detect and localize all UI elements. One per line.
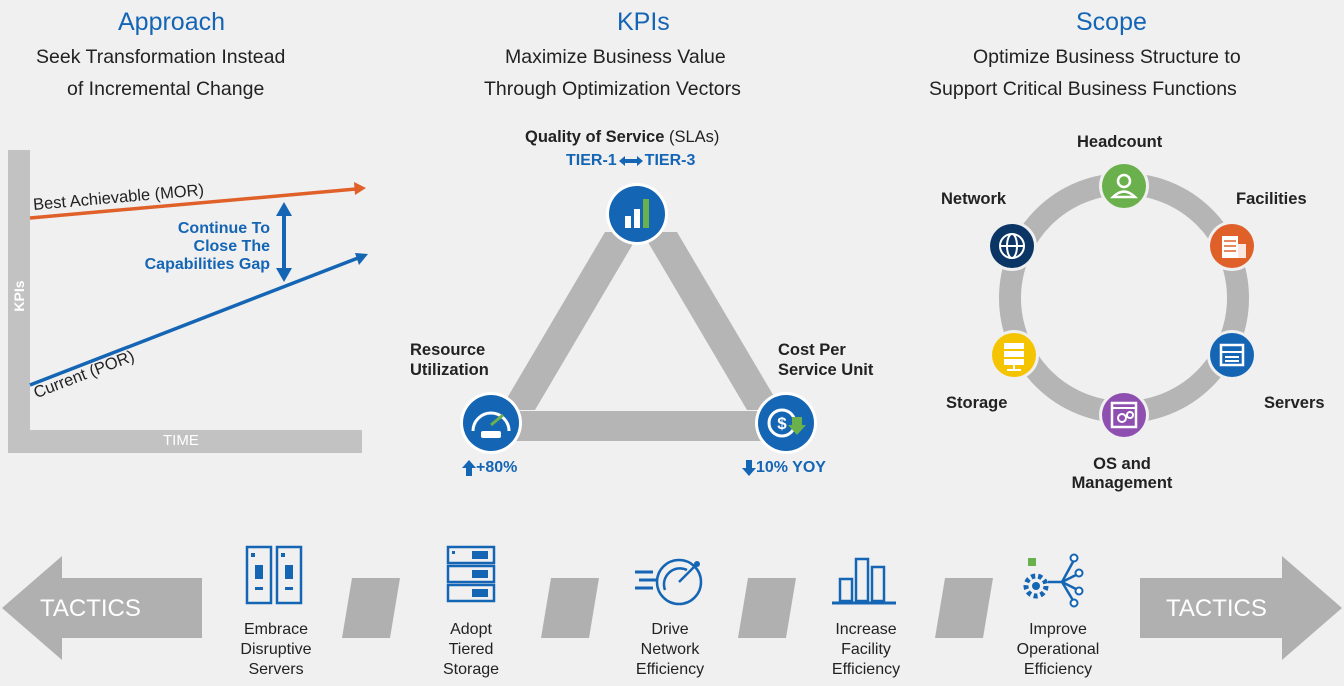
tactics-left-label: TACTICS xyxy=(40,595,141,622)
up-arrow-icon xyxy=(462,460,476,476)
os-line2: Management xyxy=(1071,474,1173,492)
tactics-right-arrow xyxy=(1140,556,1342,660)
scope-node-servers: Servers xyxy=(1264,394,1325,412)
cost-line2: Service Unit xyxy=(778,361,874,379)
tactic-embrace-disruptive-servers: Embrace Disruptive Servers xyxy=(226,620,326,680)
facility-bar-chart-icon xyxy=(832,557,896,605)
tactic-3-line3: Efficiency xyxy=(635,661,705,678)
os-line1: OS and xyxy=(1093,455,1151,473)
down-arrow-icon xyxy=(742,460,756,476)
tactic-improve-operational-efficiency: Improve Operational Efficiency xyxy=(1003,620,1113,680)
tactic-2-line3: Storage xyxy=(442,661,500,678)
scope-node-network: Network xyxy=(941,190,1007,208)
tactics-connector-3 xyxy=(738,578,796,638)
headcount-icon xyxy=(1099,161,1149,211)
network-radar-icon xyxy=(635,558,703,606)
tactic-4-line3: Efficiency xyxy=(831,661,901,678)
best-achievable-arrowhead xyxy=(354,182,366,195)
double-arrow-icon xyxy=(618,156,643,166)
tactic-drive-network-efficiency: Drive Network Efficiency xyxy=(620,620,720,680)
quality-label-bold: Quality of Service xyxy=(525,128,665,146)
approach-subtitle-line2: of Incremental Change xyxy=(67,78,265,100)
kpis-subtitle-line2: Through Optimization Vectors xyxy=(484,78,741,100)
disruptive-servers-icon xyxy=(245,545,303,605)
storage-icon xyxy=(989,330,1039,380)
resource-utilization-label: Resource Utilization xyxy=(410,340,489,380)
tiered-storage-icon xyxy=(446,545,496,603)
resource-line2: Utilization xyxy=(410,361,489,379)
tactics-connector-2 xyxy=(541,578,599,638)
quality-label-paren: (SLAs) xyxy=(668,128,720,146)
bar-chart-icon xyxy=(606,183,668,245)
gap-annotation: Continue To Close The Capabilities Gap xyxy=(120,220,270,274)
current-line xyxy=(29,256,359,387)
capabilities-gap-chart xyxy=(8,150,368,453)
gap-annotation-line3: Capabilities Gap xyxy=(144,256,270,273)
tactics-right-label: TACTICS xyxy=(1166,595,1267,622)
scope-title: Scope xyxy=(1076,8,1147,36)
kpis-title: KPIs xyxy=(617,8,670,36)
dollar-down-icon: $ xyxy=(755,392,817,454)
tactic-1-line1: Embrace xyxy=(243,621,309,638)
resource-delta-value: +80% xyxy=(476,459,518,476)
gauge-icon xyxy=(460,392,522,454)
tactic-adopt-tiered-storage: Adopt Tiered Storage xyxy=(421,620,521,680)
tactic-4-line2: Facility xyxy=(841,641,891,658)
tier-range: TIER-1 TIER-3 xyxy=(566,152,695,170)
x-axis-bar xyxy=(8,430,362,453)
gap-arrow-top xyxy=(276,202,292,216)
svg-text:$: $ xyxy=(777,414,787,433)
approach-subtitle-line1: Seek Transformation Instead xyxy=(36,46,286,68)
resource-line1: Resource xyxy=(410,341,486,359)
kpis-subtitle-line1: Maximize Business Value xyxy=(505,46,726,68)
gap-annotation-line2: Close The xyxy=(193,238,270,255)
cost-delta-value: 10% YOY xyxy=(756,459,826,476)
triangle-right-side xyxy=(642,232,782,410)
current-arrowhead xyxy=(355,253,368,265)
os-management-icon xyxy=(1099,390,1149,440)
tactic-5-line1: Improve xyxy=(1029,621,1087,638)
tactic-5-line2: Operational xyxy=(1016,641,1100,658)
scope-node-storage: Storage xyxy=(946,394,1008,412)
best-achievable-line xyxy=(29,187,357,220)
cost-per-service-unit-label: Cost Per Service Unit xyxy=(778,340,873,380)
tactic-4-line1: Increase xyxy=(835,621,897,638)
resource-delta: +80% xyxy=(462,459,517,477)
tier-right: TIER-3 xyxy=(644,152,696,169)
tactics-connector-4 xyxy=(935,578,993,638)
facilities-icon xyxy=(1207,221,1257,271)
quality-of-service-label: Quality of Service (SLAs) xyxy=(525,128,719,147)
tactic-2-line1: Adopt xyxy=(450,621,492,638)
tactic-increase-facility-efficiency: Increase Facility Efficiency xyxy=(816,620,916,680)
tactic-3-line2: Network xyxy=(640,641,700,658)
servers-icon xyxy=(1207,330,1257,380)
gap-arrow-bottom xyxy=(276,268,292,282)
scope-subtitle-line2: Support Critical Business Functions xyxy=(929,78,1237,100)
approach-title: Approach xyxy=(118,8,226,36)
scope-subtitle-line1: Optimize Business Structure to xyxy=(973,46,1241,68)
network-globe-icon xyxy=(987,221,1037,271)
tier-left: TIER-1 xyxy=(566,152,617,169)
tactic-2-line2: Tiered xyxy=(448,641,494,658)
tactic-5-line3: Efficiency xyxy=(1023,661,1093,678)
scope-node-headcount: Headcount xyxy=(1077,133,1163,151)
gap-annotation-line1: Continue To xyxy=(177,220,270,237)
tactic-1-line3: Servers xyxy=(248,661,304,678)
tactics-connector-1 xyxy=(342,578,400,638)
tactic-1-line2: Disruptive xyxy=(240,641,312,658)
operational-efficiency-icon xyxy=(1023,553,1084,608)
tactics-left-arrow xyxy=(2,556,202,660)
triangle-bottom-side xyxy=(505,411,777,441)
scope-node-facilities: Facilities xyxy=(1236,190,1307,208)
scope-node-os-management: OS and Management xyxy=(1070,455,1174,493)
tactic-3-line1: Drive xyxy=(651,621,689,638)
cost-delta: 10% YOY xyxy=(742,459,826,477)
cost-line1: Cost Per xyxy=(778,341,846,359)
y-axis-bar xyxy=(8,150,30,453)
triangle-left-side xyxy=(500,232,640,410)
x-axis-label: TIME xyxy=(163,432,199,449)
